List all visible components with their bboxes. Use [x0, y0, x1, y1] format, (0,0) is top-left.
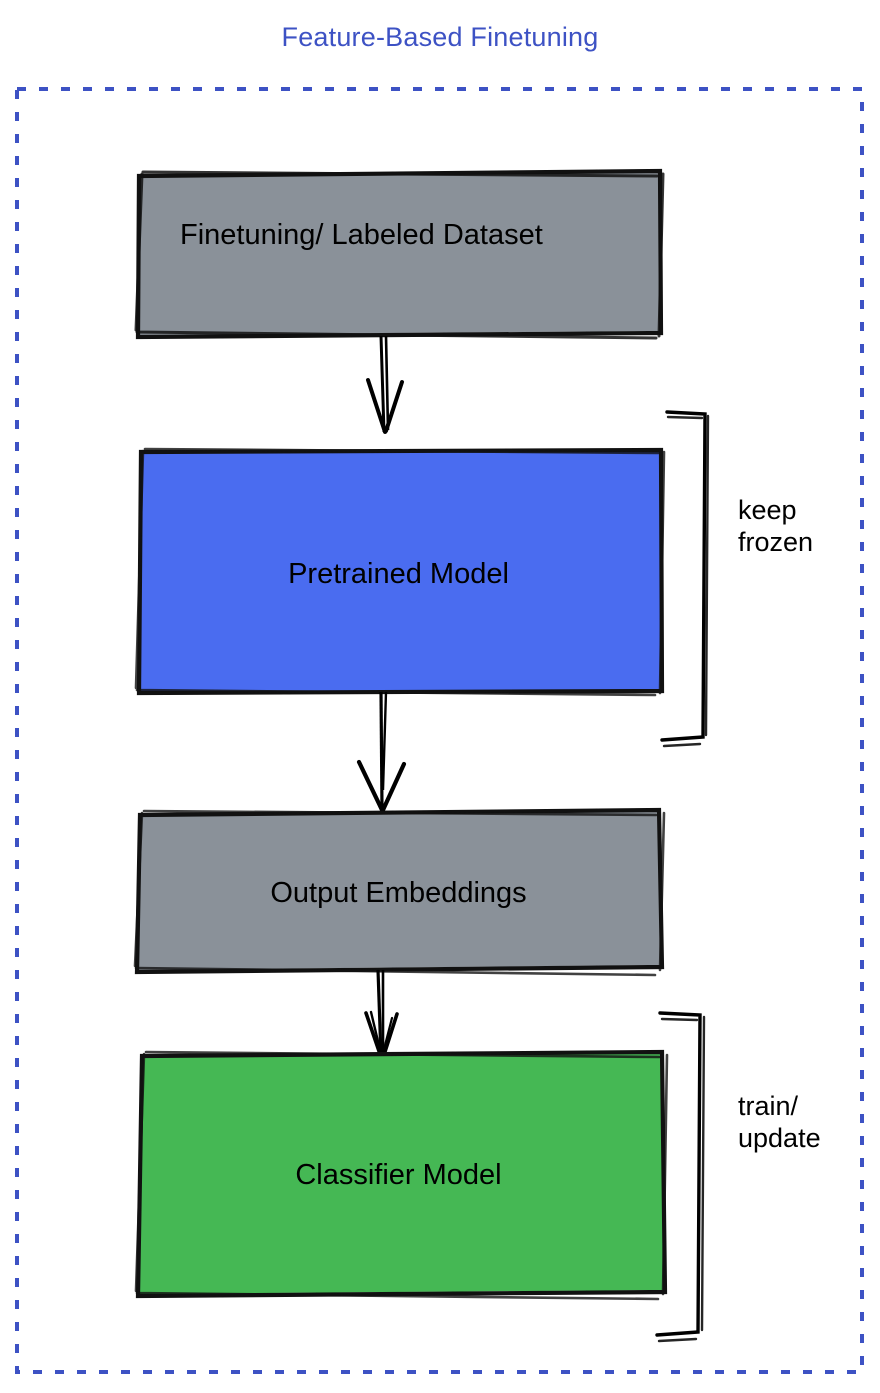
- node-embeddings-outline-b: [133, 809, 666, 977]
- node-dataset[interactable]: [134, 168, 665, 340]
- dashed-container-border: [15, 87, 864, 1374]
- node-classifier-label: Classifier Model: [295, 1159, 502, 1191]
- node-pretrained-fill: [140, 451, 661, 691]
- bracket-keep-frozen: [660, 410, 710, 748]
- node-pretrained-model[interactable]: [134, 447, 666, 697]
- bracket-train-update: [655, 1011, 706, 1343]
- node-embeddings-fill: [138, 811, 661, 970]
- node-pretrained-label: Pretrained Model: [288, 558, 509, 590]
- annotation-train-update: train/ update: [738, 1091, 821, 1153]
- node-classifier-outline-b: [134, 1050, 669, 1301]
- node-classifier-fill: [139, 1053, 664, 1294]
- annotation-keep-frozen: keep frozen: [738, 495, 814, 557]
- edge-dataset-to-pretrained: [366, 335, 404, 434]
- node-dataset-fill: [139, 172, 661, 335]
- node-dataset-label: Finetuning/ Labeled Dataset: [180, 219, 543, 251]
- node-pretrained-outline-b: [134, 447, 666, 697]
- edge-pretrained-to-embeddings: [356, 691, 407, 813]
- node-embeddings-label: Output Embeddings: [270, 877, 527, 909]
- node-dataset-outline-b: [134, 170, 665, 340]
- edge-embeddings-to-classifier: [364, 969, 399, 1060]
- node-classifier-model[interactable]: [134, 1049, 669, 1301]
- node-output-embeddings[interactable]: [133, 807, 666, 977]
- diagram-title: Feature-Based Finetuning: [281, 22, 599, 52]
